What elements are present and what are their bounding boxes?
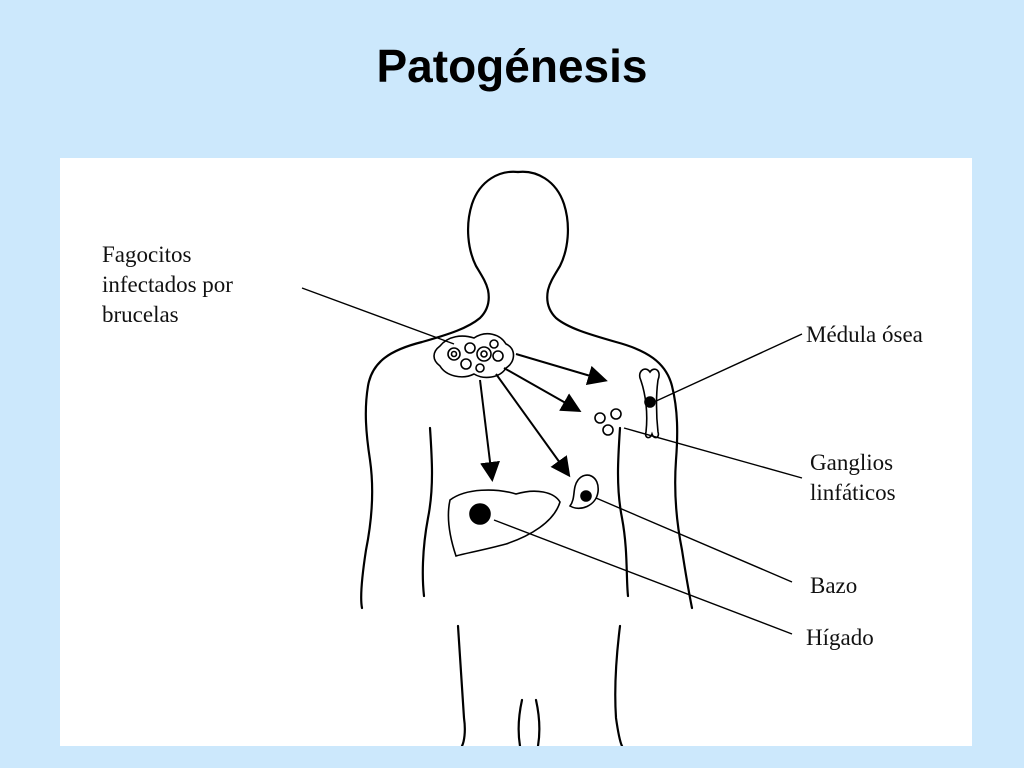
lymph-nodes-icon [594,408,622,436]
torso-lower-right [614,624,624,746]
label-phagocytes: Fagocitos infectados por brucelas [102,242,239,327]
leader-bone-marrow [653,333,803,403]
label-phagocytes-line-1: Fagocitos [102,242,191,267]
label-lymph-nodes-line-1: Ganglios [810,450,893,475]
label-bone-marrow: Médula ósea [806,322,923,347]
leader-phagocytes [301,287,455,345]
leg-gap [517,698,524,746]
liver-icon [447,489,561,558]
label-lymph-nodes: Ganglios linfáticos [810,450,899,505]
slide-title: Patogénesis [376,40,648,92]
label-liver: Hígado [806,625,874,650]
arrow-to-bone-marrow [515,353,608,386]
leg-gap-right [534,698,541,746]
body-outline-right [516,170,694,610]
leader-liver [493,519,793,635]
diagram-panel: Fagocitos infectados por brucelas Médula… [60,158,972,746]
spleen-icon [568,474,599,510]
label-spleen: Bazo [810,573,857,598]
label-phagocytes-line-3: brucelas [102,302,179,327]
left-arm-inner [421,426,434,598]
leader-spleen [595,497,793,583]
leader-lymph-nodes [623,427,803,479]
right-arm-inner [616,426,630,598]
label-lymph-nodes-line-2: linfáticos [810,480,896,505]
torso-lower [456,624,466,746]
arrow-to-lymph-nodes [503,367,582,412]
label-phagocytes-line-2: infectados por [102,272,233,297]
arrow-to-liver [479,379,500,482]
body-diagram: Fagocitos infectados por brucelas Médula… [102,170,923,746]
bone-marrow-icon [638,368,660,439]
arrow-to-spleen [495,373,571,478]
body-outline-left [360,170,520,610]
